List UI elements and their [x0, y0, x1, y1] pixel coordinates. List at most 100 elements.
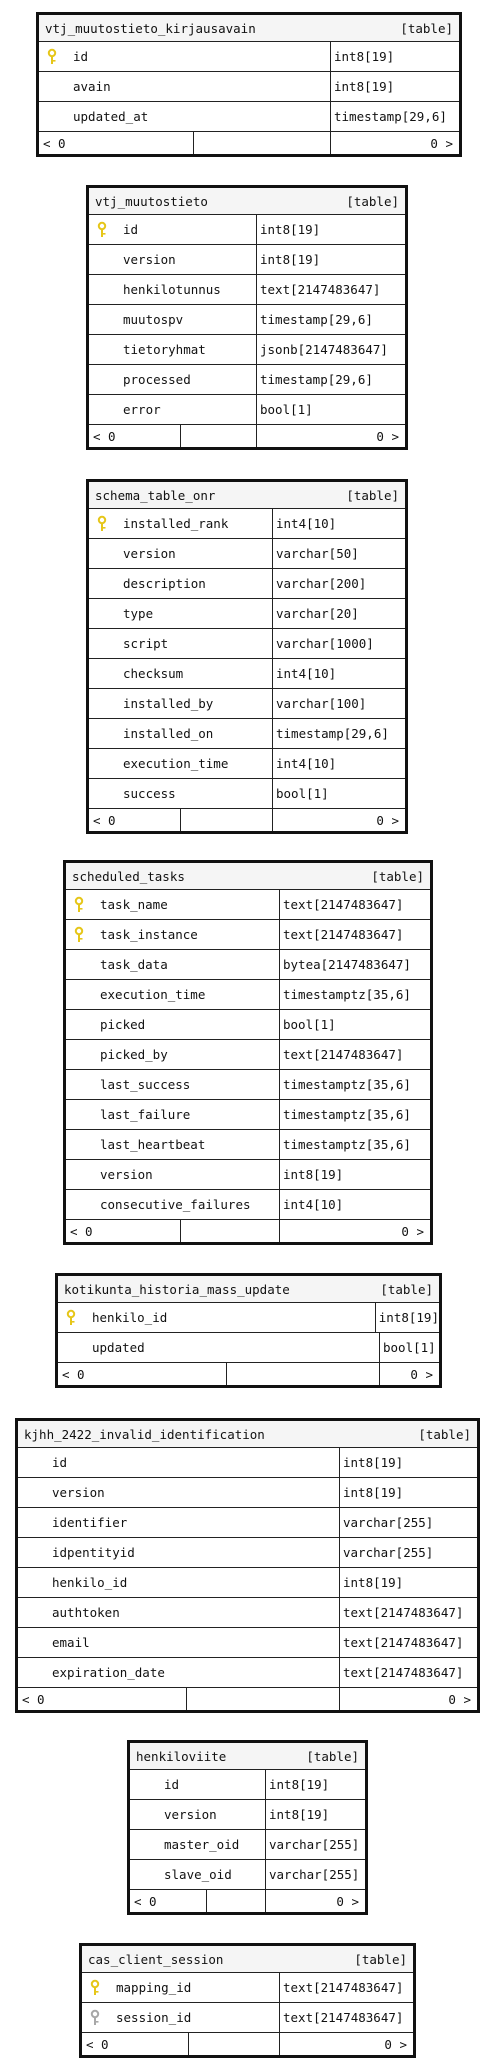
column-type: text[2147483647]	[343, 1665, 464, 1680]
table-header[interactable]: kotikunta_historia_mass_update [table]	[58, 1276, 439, 1303]
table-kjhh-2422-invalid-identification[interactable]: kjhh_2422_invalid_identification [table]…	[15, 1418, 480, 1713]
scroll-left-indicator[interactable]: < 0	[89, 809, 181, 831]
scroll-left-indicator[interactable]: < 0	[82, 2033, 189, 2055]
column-name: id	[164, 1777, 180, 1792]
column-name: mapping_id	[116, 1980, 192, 1995]
scroll-left-indicator[interactable]: < 0	[18, 1688, 187, 1710]
table-footer: < 0 0 >	[89, 425, 405, 447]
table-header[interactable]: vtj_muutostieto [table]	[89, 188, 405, 215]
table-header[interactable]: cas_client_session [table]	[82, 1946, 413, 1973]
column-type: int8[19]	[269, 1807, 330, 1822]
scroll-right-indicator[interactable]: 0 >	[384, 2036, 407, 2052]
column-name-cell: muutospv	[89, 305, 257, 334]
table-header[interactable]: schema_table_onr [table]	[89, 482, 405, 509]
scroll-left-indicator[interactable]: < 0	[130, 1890, 207, 1912]
scroll-right-indicator[interactable]: 0 >	[430, 135, 453, 151]
column-name-cell: identifier	[18, 1508, 340, 1537]
column-type: int8[19]	[343, 1575, 404, 1590]
scroll-right-indicator[interactable]: 0 >	[376, 428, 399, 444]
table-header[interactable]: kjhh_2422_invalid_identification [table]	[18, 1421, 477, 1448]
column-type: text[2147483647]	[283, 2010, 404, 2025]
scroll-right-indicator[interactable]: 0 >	[336, 1893, 359, 1909]
column-name-cell: idpentityid	[18, 1538, 340, 1567]
column-type: timestamptz[35,6]	[283, 987, 411, 1002]
column-type: varchar[200]	[276, 576, 367, 591]
scroll-right-indicator[interactable]: 0 >	[376, 812, 399, 828]
scroll-right-indicator[interactable]: 0 >	[401, 1223, 424, 1239]
table-header[interactable]: vtj_muutostieto_kirjausavain [table]	[39, 15, 459, 42]
scroll-left-indicator[interactable]: < 0	[39, 132, 194, 154]
scroll-left-indicator[interactable]: < 0	[89, 425, 181, 447]
scroll-right-indicator[interactable]: 0 >	[448, 1691, 471, 1707]
scroll-right-indicator[interactable]: 0 >	[410, 1366, 433, 1382]
column-name-cell: slave_oid	[130, 1860, 266, 1889]
column-name-cell: master_oid	[130, 1830, 266, 1859]
table-header[interactable]: henkiloviite [table]	[130, 1743, 365, 1770]
table-header[interactable]: scheduled_tasks [table]	[66, 863, 430, 890]
column-name-cell: version	[18, 1478, 340, 1507]
scroll-left-indicator[interactable]: < 0	[58, 1363, 227, 1385]
column-name: avain	[73, 79, 111, 94]
table-name: henkiloviite	[136, 1748, 227, 1764]
column-name-cell: task_name	[66, 890, 280, 919]
column-type: varchar[255]	[269, 1837, 360, 1852]
scroll-left-indicator[interactable]: < 0	[66, 1220, 181, 1242]
table-name: kjhh_2422_invalid_identification	[24, 1426, 265, 1442]
table-kotikunta-historia-mass-update[interactable]: kotikunta_historia_mass_update [table] h…	[55, 1273, 442, 1388]
column-type: timestamptz[35,6]	[283, 1077, 411, 1092]
